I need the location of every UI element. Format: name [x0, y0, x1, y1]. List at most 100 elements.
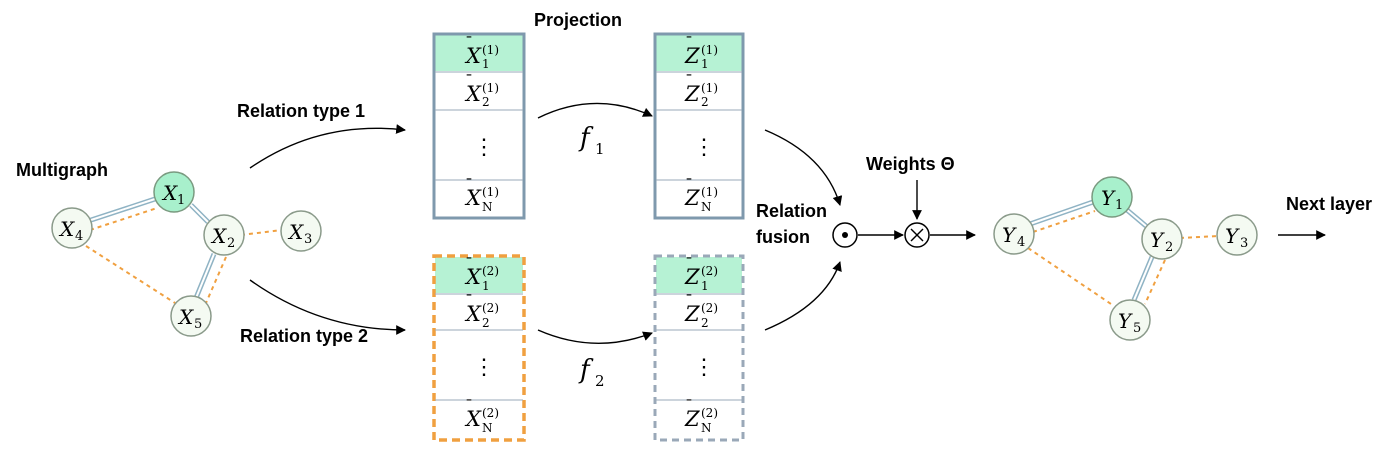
- node-y5-index: 5: [1133, 321, 1141, 336]
- matrix-z2-row-n: Z ¯ (2) N: [684, 396, 718, 435]
- svg-text:¯: ¯: [685, 33, 693, 52]
- node-x1-circle: [153, 171, 195, 213]
- multiply-operator: [904, 222, 930, 248]
- node-y4: Y 4: [993, 213, 1035, 255]
- edge-y2-y5-rel2: [1144, 259, 1166, 305]
- svg-text:2: 2: [595, 372, 605, 390]
- edge-x4-x5-rel2: [85, 245, 176, 304]
- node-x4-circle: [51, 207, 93, 249]
- node-y2-circle: [1141, 218, 1183, 260]
- node-x2-circle: [203, 214, 245, 256]
- multigraph-label: Multigraph: [16, 160, 108, 180]
- matrix-x2-highlight-row: [435, 257, 523, 293]
- svg-text:f: f: [578, 123, 594, 153]
- node-x3: X 3: [280, 210, 322, 252]
- svg-text:f: f: [578, 355, 594, 385]
- svg-text:(2): (2): [482, 301, 499, 315]
- svg-text:Z: Z: [684, 302, 700, 326]
- svg-text:2: 2: [701, 95, 709, 109]
- function-f1-label: f 1: [578, 123, 605, 158]
- svg-text:¯: ¯: [685, 396, 693, 415]
- matrix-z2: Z ¯ (2) 1 Z ¯ (2) 2 ⋮ Z ¯ (2) N: [653, 254, 745, 442]
- svg-text:(1): (1): [482, 81, 499, 95]
- node-x4-letter: X: [58, 217, 75, 241]
- node-y5-letter: Y: [1118, 309, 1133, 333]
- node-y2-index: 2: [1165, 240, 1173, 255]
- matrix-x1-highlight-row: [435, 35, 523, 71]
- svg-text:¯: ¯: [685, 175, 693, 194]
- node-y1: Y 1: [1091, 176, 1133, 218]
- matrix-x2: X ¯ (2) 1 X ¯ (2) 2 ⋮ X ¯ (2) N: [432, 254, 526, 442]
- svg-text:(1): (1): [701, 81, 718, 95]
- matrix-z2-highlight-row: [656, 257, 742, 293]
- arrow-f2: [537, 329, 653, 344]
- weights-label: Weights Θ: [866, 154, 955, 174]
- svg-text:N: N: [482, 200, 493, 214]
- svg-text:Z: Z: [684, 44, 700, 68]
- svg-text:(2): (2): [482, 406, 499, 420]
- svg-text:Z: Z: [684, 82, 700, 106]
- edge-y2-y3-rel2: [1179, 235, 1219, 239]
- node-y4-index: 4: [1017, 235, 1025, 250]
- svg-text:¯: ¯: [465, 291, 473, 310]
- node-y2-letter: Y: [1150, 228, 1165, 252]
- node-x1-index: 1: [177, 193, 185, 208]
- matrix-x1: X ¯ (1) 1 X ¯ (1) 2 ⋮ X ¯ (1) N: [432, 32, 526, 220]
- edge-y4-y1-rel2: [1032, 210, 1096, 233]
- input-graph-edges: [85, 196, 283, 304]
- node-y3-index: 3: [1240, 236, 1248, 251]
- matrix-x1-row-n: X ¯ (1) N: [464, 175, 499, 214]
- svg-text:1: 1: [701, 279, 709, 293]
- svg-text:(1): (1): [701, 185, 718, 199]
- edge-x2-x3-rel2: [240, 229, 283, 236]
- svg-text:N: N: [701, 200, 712, 214]
- svg-text:Z: Z: [684, 407, 700, 431]
- svg-text:¯: ¯: [685, 291, 693, 310]
- svg-text:¯: ¯: [685, 71, 693, 90]
- next-layer-label: Next layer: [1286, 194, 1372, 214]
- node-y1-index: 1: [1115, 198, 1123, 213]
- matrix-z2-border: [653, 254, 745, 442]
- matrix-z1-row-1: Z ¯ (1) 1: [684, 33, 718, 71]
- svg-text:X: X: [464, 265, 482, 289]
- matrix-x2-border: [432, 254, 526, 442]
- matrix-z2-row-1: Z ¯ (2) 1: [684, 254, 718, 293]
- svg-text:X: X: [464, 44, 482, 68]
- node-y3-letter: Y: [1225, 224, 1240, 248]
- node-x2: X 2: [203, 214, 245, 256]
- svg-text:¯: ¯: [465, 175, 473, 194]
- node-x5-index: 5: [194, 317, 202, 332]
- node-y2: Y 2: [1141, 218, 1183, 260]
- svg-text:¯: ¯: [685, 254, 693, 273]
- node-x5: X 5: [170, 295, 212, 337]
- node-x5-letter: X: [177, 305, 194, 329]
- relation-type-2-label: Relation type 2: [240, 326, 368, 346]
- svg-text:(1): (1): [482, 185, 499, 199]
- node-y5-circle: [1109, 299, 1151, 341]
- svg-text:¯: ¯: [465, 71, 473, 90]
- svg-text:1: 1: [701, 57, 709, 71]
- svg-text:X: X: [464, 302, 482, 326]
- node-y1-letter: Y: [1101, 186, 1116, 210]
- matrix-z1-row-n: Z ¯ (1) N: [684, 175, 718, 214]
- matrix-z1-ellipsis: ⋮: [693, 135, 715, 160]
- matrix-x1-border: [432, 32, 526, 220]
- svg-text:(2): (2): [701, 406, 718, 420]
- matrix-x2-ellipsis: ⋮: [473, 355, 495, 380]
- arrow-to-relation2: [249, 279, 406, 335]
- matrix-z2-ellipsis: ⋮: [693, 355, 715, 380]
- svg-text:(2): (2): [701, 264, 718, 278]
- arrow-to-relation1: [249, 124, 406, 169]
- node-x4: X 4: [51, 207, 93, 249]
- matrix-x1-row-2: X ¯ (1) 2: [464, 71, 499, 109]
- svg-text:N: N: [482, 421, 493, 435]
- svg-text:Z: Z: [684, 186, 700, 210]
- projection-label: Projection: [534, 10, 622, 30]
- svg-text:(1): (1): [482, 43, 499, 57]
- matrix-z1-highlight-row: [656, 35, 742, 71]
- svg-text:X: X: [464, 82, 482, 106]
- node-y4-circle: [993, 213, 1035, 255]
- svg-text:Z: Z: [684, 265, 700, 289]
- node-x5-circle: [170, 295, 212, 337]
- function-f2-label: f 2: [578, 355, 605, 390]
